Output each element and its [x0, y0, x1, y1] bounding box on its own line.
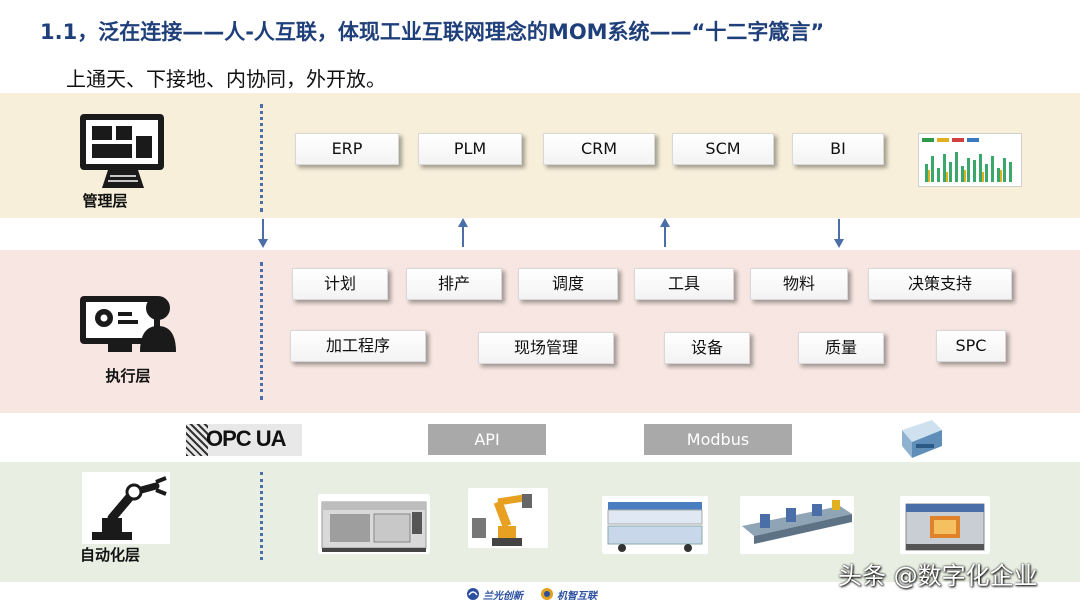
- footer-logo-text-2: 机智互联: [557, 587, 597, 602]
- execution-separator: [260, 262, 263, 400]
- management-monitor-icon: [78, 112, 168, 190]
- decision-support-button[interactable]: 决策支持: [868, 268, 1012, 300]
- spc-button[interactable]: SPC: [936, 330, 1006, 362]
- scheduling-button[interactable]: 排产: [406, 268, 502, 300]
- plm-button[interactable]: PLM: [418, 133, 522, 165]
- tools-button[interactable]: 工具: [634, 268, 734, 300]
- robot-arm-icon: [82, 472, 170, 544]
- plan-button[interactable]: 计划: [292, 268, 388, 300]
- production-line-image: [740, 496, 854, 554]
- agv-cart-image: [602, 496, 708, 554]
- arrow-down-icon: [258, 219, 268, 249]
- furnace-equipment-image: [900, 496, 990, 554]
- materials-button[interactable]: 物料: [750, 268, 848, 300]
- automation-separator: [260, 472, 263, 560]
- management-layer-label: 管理层: [45, 190, 165, 211]
- arrow-up-icon: [458, 217, 468, 247]
- shopfloor-management-button[interactable]: 现场管理: [478, 332, 614, 364]
- watermark: 头条 @数字化企业: [838, 556, 1038, 591]
- erp-button[interactable]: ERP: [295, 133, 399, 165]
- equipment-button[interactable]: 设备: [664, 332, 750, 364]
- company-logo-icon: [466, 586, 480, 600]
- page-title: 1.1，泛在连接——人-人互联，体现工业互联网理念的MOM系统——“十二字箴言”: [40, 16, 824, 46]
- management-separator: [260, 104, 263, 212]
- quality-button[interactable]: 质量: [798, 332, 884, 364]
- bi-dashboard-thumbnail: [918, 133, 1022, 187]
- machining-program-button[interactable]: 加工程序: [290, 330, 426, 362]
- scm-button[interactable]: SCM: [672, 133, 774, 165]
- dispatch-button[interactable]: 调度: [518, 268, 618, 300]
- api-connector: API: [428, 424, 546, 455]
- arrow-up-icon: [660, 217, 670, 247]
- modbus-connector: Modbus: [644, 424, 792, 455]
- execution-layer-label: 执行层: [68, 365, 188, 386]
- industrial-robot-image: [468, 488, 548, 548]
- automation-layer-label: 自动化层: [50, 544, 170, 565]
- page-subtitle: 上通天、下接地、内协同，外开放。: [66, 63, 386, 92]
- crm-button[interactable]: CRM: [543, 133, 655, 165]
- cnc-machine-image: [318, 494, 430, 554]
- opc-ua-logo: OPC UA: [186, 424, 302, 456]
- footer-logo-text-1: 兰光创新: [483, 587, 523, 602]
- arrow-down-icon: [834, 219, 844, 249]
- execution-operator-icon: [78, 290, 182, 356]
- io-module-device-icon: [896, 416, 944, 460]
- partner-logo-icon: [540, 586, 554, 600]
- bi-button[interactable]: BI: [792, 133, 884, 165]
